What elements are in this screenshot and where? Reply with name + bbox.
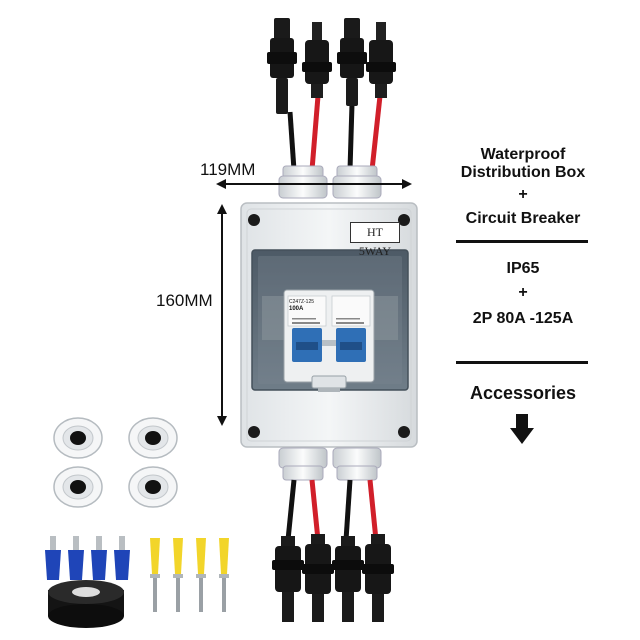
screw-icon [398, 214, 410, 226]
circuit-breaker [283, 289, 375, 383]
electrical-tape-roll [48, 580, 124, 628]
spec-ip-rating: IP65 [506, 260, 540, 277]
spec-breaker-rating: 2P 80A -125A [472, 310, 574, 327]
crimp-terminals [45, 536, 130, 580]
spec-plus-1: + [518, 186, 528, 203]
height-dimension-label: 160MM [156, 291, 213, 310]
width-dimension-label: 119MM [200, 160, 256, 179]
top-mc4-connectors [267, 18, 396, 114]
breaker-rating-label: C247Z-125 [289, 299, 315, 305]
spec-plus-2: + [518, 284, 528, 301]
product-label-plate: HT 5WAY [350, 222, 400, 258]
bottom-cable-glands [278, 447, 382, 481]
breaker-current-label: 100A [289, 306, 304, 312]
wall-plugs-and-screws [150, 538, 229, 612]
width-dimension-arrow [216, 179, 412, 189]
spare-cable-glands [53, 417, 178, 508]
screw-icon [398, 426, 410, 438]
screw-icon [248, 214, 260, 226]
spec-title-line2: Distribution Box [460, 164, 586, 181]
height-dimension-arrow [217, 204, 227, 426]
bottom-mc4-connectors [272, 534, 394, 622]
screw-icon [248, 426, 260, 438]
divider-2 [456, 361, 588, 364]
divider-1 [456, 240, 588, 243]
top-cables [287, 95, 383, 171]
top-cable-glands [278, 165, 382, 199]
distribution-box [240, 202, 418, 448]
bottom-cables [285, 479, 379, 541]
arrow-down-icon [510, 414, 534, 444]
spec-title-line3: Circuit Breaker [465, 210, 581, 227]
accessories-heading: Accessories [469, 383, 577, 403]
spec-title-line1: Waterproof [480, 146, 566, 163]
